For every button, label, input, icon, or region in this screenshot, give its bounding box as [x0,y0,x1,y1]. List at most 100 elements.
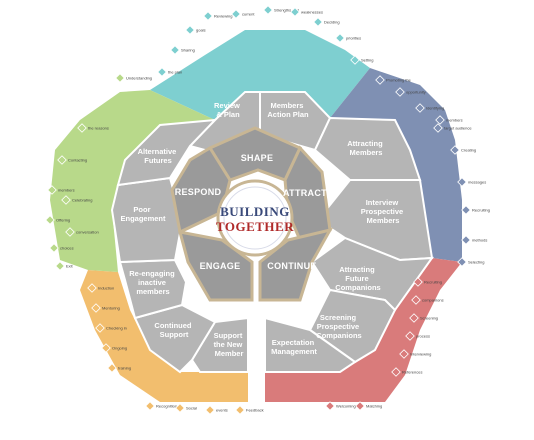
right-leaf-label: Identifying [426,106,444,111]
right-leaf-label: target audience [444,126,472,131]
label-review-plan: Review & Plan [214,101,242,119]
left-leaf-marker [49,243,59,253]
bottom_right-leaf-label: References [402,370,422,375]
bottom_left-leaf-marker [107,363,117,373]
bottom_right-leaf-marker [413,277,423,287]
bottom_left-leaf-label: Social [186,406,197,411]
center-title-line1: BUILDING [220,204,290,219]
left-leaf-label: Understanding [126,76,152,81]
bottom_left-leaf-marker [145,401,155,411]
label-expectation-management: Expectation Management [271,338,317,356]
bottom_right-leaf-marker [409,313,419,323]
segment-support-new-member[interactable] [190,316,249,373]
left-leaf-label: Exit [66,264,74,269]
left-leaf-label: Offering [56,218,70,223]
label-screening-prospective-companions: Screening Prospective Companions [316,313,361,340]
left-leaf-marker [115,73,125,83]
segment-expectation-management[interactable] [264,316,357,373]
left-leaf-marker [61,195,71,205]
bottom_right-leaf-label: Welcoming [336,404,356,409]
bottom_right-leaf-label: companions [422,298,444,303]
top-leaf-marker [157,67,167,77]
bottom_left-leaf-label: training [118,366,131,371]
label-attracting-future-companions: Attracting Future Companions [335,265,380,292]
top-leaf-marker [203,11,213,21]
center-title-line2: TOGETHER [216,219,294,234]
right-leaf-marker [461,235,471,245]
segment-labels: Review & Plan Members Action Plan Attrac… [120,101,403,358]
top-leaf-label: goals [196,28,206,33]
top-leaf-label: Sharing [181,48,195,53]
bottom_right-leaf-marker [399,349,409,359]
bottom_right-leaf-label: Matching [366,404,382,409]
left-leaf-label: Celebrating [72,198,92,203]
bottom_right-leaf-marker [411,295,421,305]
top-leaf-marker [263,5,273,15]
left-leaf-label: members [58,188,75,193]
bottom_left-leaf-label: Mentoring [102,306,120,311]
bottom_left-leaf-marker [235,405,245,415]
right-leaf-label: members [446,118,463,123]
right-leaf-label: Recruiting [472,208,490,213]
inner-ring-labels: SHAPE ATTRACT CONTINUE ENGAGE RESPOND [175,153,327,271]
right-leaf-marker [375,75,385,85]
right-leaf-marker [415,103,425,113]
bottom_right-leaf-marker [405,331,415,341]
top-leaf-marker [290,7,300,17]
left-leaf-marker [77,123,87,133]
label-reengaging-inactive-members: Re-engaging inactive members [129,269,177,296]
top-leaf-marker [231,9,241,19]
right-leaf-marker [395,87,405,97]
top-leaf-label: Deciding [324,20,340,25]
bottom_right-leaf-marker [391,367,401,377]
bottom_right-leaf-label: Screening [420,316,438,321]
top-leaf-label: priorities [346,36,361,41]
label-members-action-plan: Members Action Plan [267,101,309,119]
right-leaf-label: methods [472,238,487,243]
left-leaf-label: conversation [76,230,99,235]
bottom_left-leaf-label: Checking in [106,326,127,331]
bottom_left-leaf-label: events [216,408,228,413]
bottom_right-leaf-label: Recruiting [424,280,442,285]
top-leaf-label: Reviewing [214,14,232,19]
bottom_right-leaf-label: Interviewing [410,352,431,357]
right-leaf-marker [457,257,467,267]
left-leaf-marker [57,155,67,165]
bottom_left-leaf-marker [101,343,111,353]
ring-continue[interactable] [258,227,333,302]
bottom_left-leaf-label: Induction [98,286,114,291]
respond-band [50,90,215,272]
bottom_right-leaf-label: process [416,334,430,339]
label-support-new-member: Support the New Member [214,331,245,358]
top-leaf-marker [350,55,360,65]
bottom_left-leaf-label: Feedback [246,408,264,413]
label-poor-engagement: Poor Engagement [120,205,166,223]
ring-label-respond: RESPOND [175,187,222,197]
top-leaf-label: weaknesses [301,10,323,15]
right-leaf-marker [457,177,467,187]
continue-band [265,258,462,402]
right-leaf-marker [450,145,460,155]
bottom_left-leaf-marker [87,283,97,293]
bottom_left-leaf-marker [95,323,105,333]
right-leaf-label: messages [468,180,486,185]
bottom_right-leaf-marker [325,401,335,411]
right-leaf-label: Promoting the [386,78,412,83]
ring-label-attract: ATTRACT [283,188,327,198]
bottom_left-leaf-label: Ongoing [112,346,127,351]
left-leaf-label: Contacting [68,158,87,163]
right-leaf-label: Creating [461,148,476,153]
top-leaf-marker [185,25,195,35]
left-leaf-marker [45,215,55,225]
top-leaf-label: Setting [361,58,373,63]
top-leaf-label: current [242,12,255,17]
bottom_right-leaf-marker [355,401,365,411]
top-leaf-marker [313,17,323,27]
left-leaf-label: the reasons [88,126,109,131]
label-alternative-futures: Alternative Futures [138,147,179,165]
right-leaf-label: Selecting [468,260,484,265]
top-leaf-marker [335,33,345,43]
segment-alternative-futures[interactable] [116,118,218,187]
